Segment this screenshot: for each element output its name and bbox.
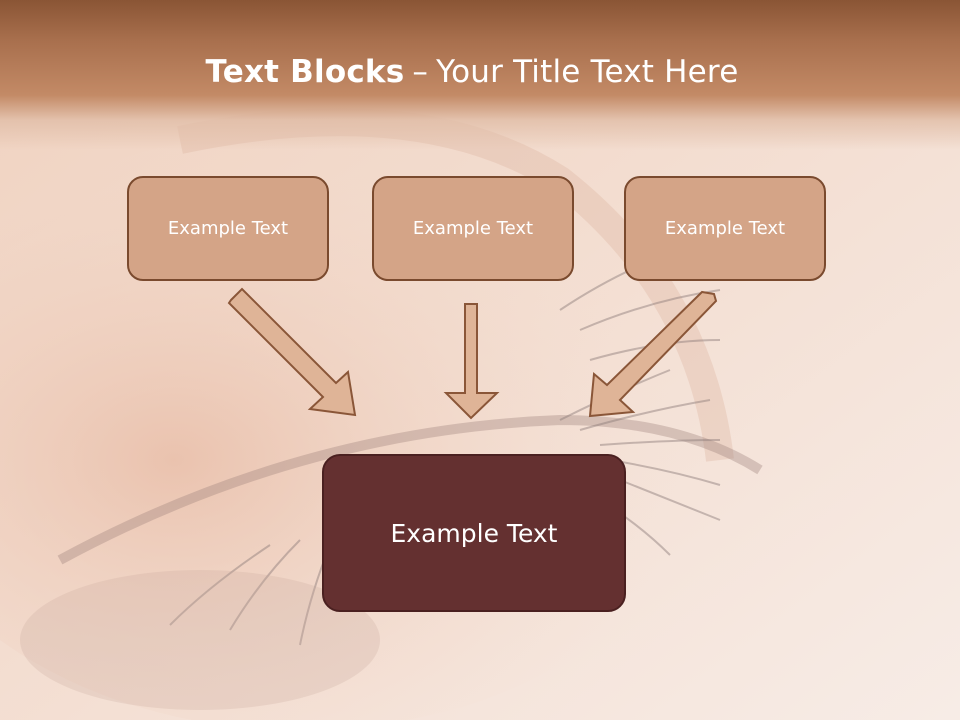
result-block[interactable]: Example Text — [322, 454, 626, 612]
text-block-2-label: Example Text — [412, 218, 534, 239]
result-block-label: Example Text — [390, 518, 558, 548]
text-block-1[interactable]: Example Text — [127, 176, 329, 281]
arrow-center-down — [443, 303, 500, 420]
title-rest-text: Your Title Text Here — [436, 54, 739, 90]
title-bar — [0, 0, 960, 150]
text-block-3[interactable]: Example Text — [624, 176, 826, 281]
slide-title: Text Blocks–Your Title Text Here — [0, 54, 944, 90]
arrow-right-diagonal — [588, 290, 718, 418]
text-block-2[interactable]: Example Text — [372, 176, 574, 281]
title-bold-text: Text Blocks — [205, 54, 405, 90]
text-block-3-label: Example Text — [664, 218, 786, 239]
title-dash: – — [412, 54, 429, 90]
arrow-left-diagonal — [227, 287, 357, 417]
text-block-1-label: Example Text — [167, 218, 289, 239]
